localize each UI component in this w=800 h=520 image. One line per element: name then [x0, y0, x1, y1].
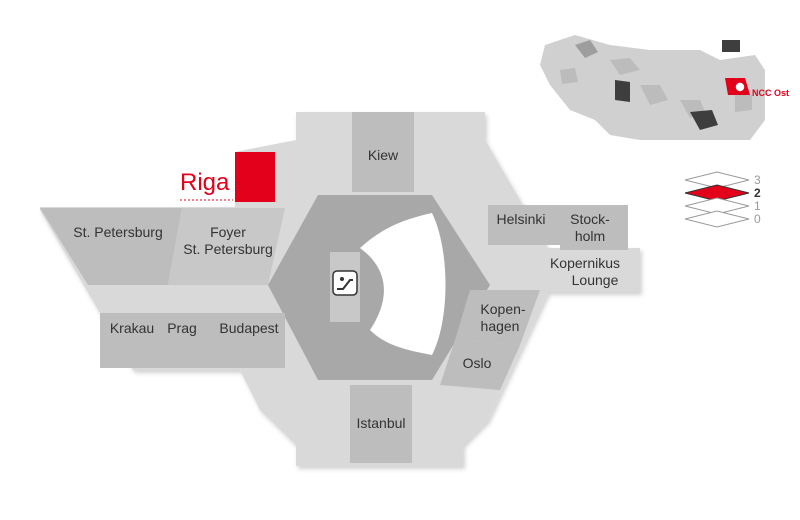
room-kiew[interactable] [352, 112, 414, 192]
room-istanbul[interactable] [350, 385, 412, 463]
room-st-petersburg[interactable] [40, 208, 182, 285]
level-2-layer[interactable] [684, 184, 750, 202]
level-1-number[interactable]: 1 [754, 199, 761, 213]
room-budapest[interactable] [205, 313, 285, 368]
level-1-layer[interactable] [684, 197, 750, 215]
riga-label: Riga [180, 169, 230, 196]
level-2-number[interactable]: 2 [754, 186, 761, 200]
kopenhagen-label-line2: hagen [481, 318, 520, 334]
room-foyer[interactable] [168, 208, 285, 285]
st-petersburg-label: St. Petersburg [73, 224, 163, 240]
kiew-label: Kiew [368, 147, 399, 163]
level-0-layer[interactable] [684, 210, 750, 228]
room-helsinki[interactable] [488, 205, 560, 245]
foyer-label-line2: St. Petersburg [183, 241, 273, 257]
room-riga-highlight[interactable] [235, 152, 275, 202]
level-3-layer[interactable] [684, 171, 750, 189]
helsinki-label: Helsinki [496, 211, 545, 227]
room-stockholm[interactable] [560, 205, 628, 250]
foyer-label-line1: Foyer [210, 224, 246, 240]
room-krakau[interactable] [100, 313, 163, 368]
budapest-label: Budapest [219, 320, 278, 336]
level-selector [684, 171, 750, 228]
prag-label: Prag [167, 320, 197, 336]
oslo-label: Oslo [463, 355, 492, 371]
stockholm-label-line2: holm [575, 228, 605, 244]
stockholm-label-line1: Stock- [570, 211, 610, 227]
atrium [360, 213, 446, 355]
room-kopenhagen[interactable] [455, 290, 540, 345]
kopernikus-label-line2: Lounge [572, 272, 619, 288]
level-3-number[interactable]: 3 [754, 173, 761, 187]
overview-minimap [540, 35, 765, 140]
istanbul-label: Istanbul [356, 415, 405, 431]
escalator-icon [332, 270, 358, 296]
overview-label: NCC Ost [752, 88, 789, 98]
room-oslo[interactable] [440, 340, 520, 390]
room-prag[interactable] [163, 313, 205, 368]
level-0-number[interactable]: 0 [754, 212, 761, 226]
kopernikus-label-line1: Kopernikus [550, 255, 620, 271]
krakau-label: Krakau [110, 320, 154, 336]
kopenhagen-label-line1: Kopen- [480, 301, 525, 317]
